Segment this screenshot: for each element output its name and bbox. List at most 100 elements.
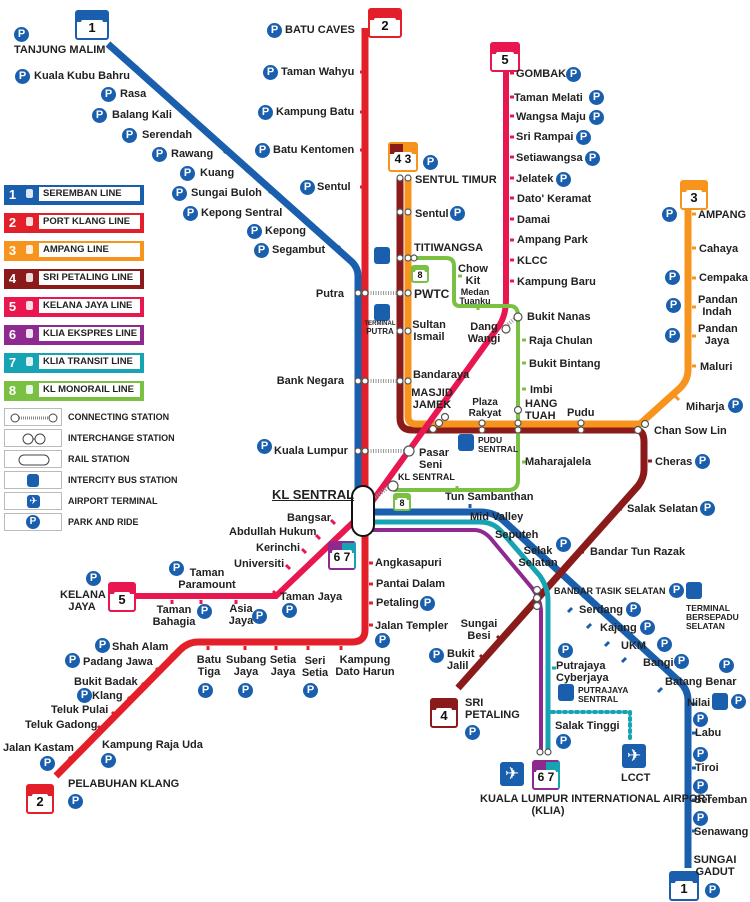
station-teluk-pulai[interactable]: Teluk Pulai	[51, 704, 109, 716]
station-klia[interactable]: KUALA LUMPUR INTERNATIONAL AIRPORT(KLIA)	[480, 793, 713, 817]
station-serdang[interactable]: Serdang	[579, 604, 624, 616]
station-bank-negara[interactable]: Bank Negara	[276, 375, 344, 387]
station-raja-chulan[interactable]: Raja Chulan	[529, 335, 593, 347]
station-bukit-badak[interactable]: Bukit Badak	[74, 676, 138, 688]
station-bangsar[interactable]: Bangsar	[287, 512, 332, 524]
station-kuang[interactable]: Kuang	[200, 167, 235, 179]
station-kuala-kubu-bahru[interactable]: Kuala Kubu Bahru	[34, 70, 130, 82]
station-lcct[interactable]: LCCT	[621, 772, 651, 784]
station-bandar-tasik-selatan[interactable]: BANDAR TASIK SELATAN	[554, 586, 666, 596]
station-taman-melati[interactable]: Taman Melati	[514, 92, 583, 104]
station-kampung-raja-uda[interactable]: Kampung Raja Uda	[102, 739, 203, 751]
station-cahaya[interactable]: Cahaya	[699, 243, 739, 255]
station-segambut[interactable]: Segambut	[272, 244, 326, 256]
station-petaling[interactable]: Petaling	[376, 597, 419, 609]
station-salak-selatan[interactable]: Salak Selatan	[627, 503, 698, 515]
station-taman-jaya[interactable]: Taman Jaya	[280, 591, 343, 603]
station-angkasapuri[interactable]: Angkasapuri	[375, 557, 442, 569]
station-senawang[interactable]: Senawang	[694, 826, 749, 838]
station-putra[interactable]: Putra	[315, 288, 344, 300]
station-sentul-timur[interactable]: SENTUL TIMUR	[415, 174, 497, 186]
station-imbi[interactable]: Imbi	[530, 384, 553, 396]
station-kampung-batu[interactable]: Kampung Batu	[276, 106, 355, 118]
station-kepong-sentral[interactable]: Kepong Sentral	[201, 207, 283, 219]
station-kepong[interactable]: Kepong	[265, 225, 306, 237]
station-kl-sentral-monorail[interactable]: KL SENTRAL	[398, 472, 455, 482]
station-cempaka[interactable]: Cempaka	[699, 272, 748, 284]
station-klcc[interactable]: KLCC	[517, 255, 548, 267]
station-pantai-dalam[interactable]: Pantai Dalam	[376, 578, 446, 590]
station-universiti[interactable]: Universiti	[234, 558, 285, 570]
station-jalan-templer[interactable]: Jalan Templer	[375, 620, 449, 632]
station-bukit-bintang[interactable]: Bukit Bintang	[529, 358, 601, 370]
station-chan-sow-lin[interactable]: Chan Sow Lin	[654, 425, 727, 437]
station-gombak[interactable]: GOMBAK	[516, 68, 567, 80]
station-bandar-tun-razak[interactable]: Bandar Tun Razak	[590, 546, 686, 558]
station-kl-sentral[interactable]: KL SENTRAL	[272, 487, 355, 502]
station-wangsa-maju[interactable]: Wangsa Maju	[516, 111, 586, 123]
station-pwtc[interactable]: PWTC	[414, 287, 450, 301]
station-kajang[interactable]: Kajang	[600, 622, 637, 634]
station-rasa[interactable]: Rasa	[120, 88, 147, 100]
station-ukm[interactable]: UKM	[621, 640, 647, 652]
station-klang[interactable]: Klang	[92, 690, 123, 702]
station-sentul-ktm[interactable]: Sentul	[317, 181, 351, 193]
station-tiroi[interactable]: Tiroi	[695, 762, 719, 774]
station-kampung-baru[interactable]: Kampung Baru	[517, 276, 596, 288]
station-kuala-lumpur[interactable]: Kuala Lumpur	[274, 445, 348, 457]
station-teluk-gadong[interactable]: Teluk Gadong	[25, 719, 98, 731]
station-bukit-nanas[interactable]: Bukit Nanas	[527, 311, 591, 323]
station-jalan-kastam[interactable]: Jalan Kastam	[3, 742, 74, 754]
station-nilai[interactable]: Nilai	[687, 697, 711, 709]
station-seputeh[interactable]: Seputeh	[495, 529, 539, 541]
station-bangi[interactable]: Bangi	[643, 657, 674, 669]
station-padang-jawa[interactable]: Padang Jawa	[83, 656, 153, 668]
station-rawang[interactable]: Rawang	[171, 148, 214, 160]
station-salak-tinggi[interactable]: Salak Tinggi	[555, 720, 620, 732]
station-jelatek[interactable]: Jelatek	[516, 173, 554, 185]
station-pelabuhan-klang[interactable]: PELABUHAN KLANG	[68, 778, 180, 790]
station-cheras[interactable]: Cheras	[655, 456, 693, 468]
station-sentul[interactable]: Sentul	[415, 208, 449, 220]
station-sri-rampai[interactable]: Sri Rampai	[516, 131, 574, 143]
station-ampang[interactable]: AMPANG	[698, 209, 747, 221]
station-tanjung-malim[interactable]: TANJUNG MALIM	[14, 44, 106, 56]
station-dato-keramat[interactable]: Dato' Keramat	[517, 193, 592, 205]
station-mid-valley[interactable]: Mid Valley	[470, 511, 524, 523]
station-kerinchi[interactable]: Kerinchi	[256, 542, 301, 554]
station-miharja[interactable]: Miharja	[686, 401, 725, 413]
station-damai[interactable]: Damai	[517, 214, 551, 226]
station-pudu[interactable]: Pudu	[567, 407, 595, 419]
station-seremban[interactable]: Seremban	[694, 794, 748, 806]
station-maharajalela[interactable]: Maharajalela	[525, 456, 592, 468]
station-abdullah-hukum[interactable]: Abdullah Hukum	[229, 526, 317, 538]
station-batu-kentomen[interactable]: Batu Kentomen	[273, 144, 355, 156]
station-setiawangsa[interactable]: Setiawangsa	[516, 152, 583, 164]
station-balang-kali[interactable]: Balang Kali	[112, 109, 172, 121]
station-shah-alam[interactable]: Shah Alam	[112, 641, 169, 653]
station-titiwangsa[interactable]: TITIWANGSA	[414, 242, 484, 254]
station-tun-sambanthan[interactable]: Tun Sambanthan	[445, 491, 534, 503]
